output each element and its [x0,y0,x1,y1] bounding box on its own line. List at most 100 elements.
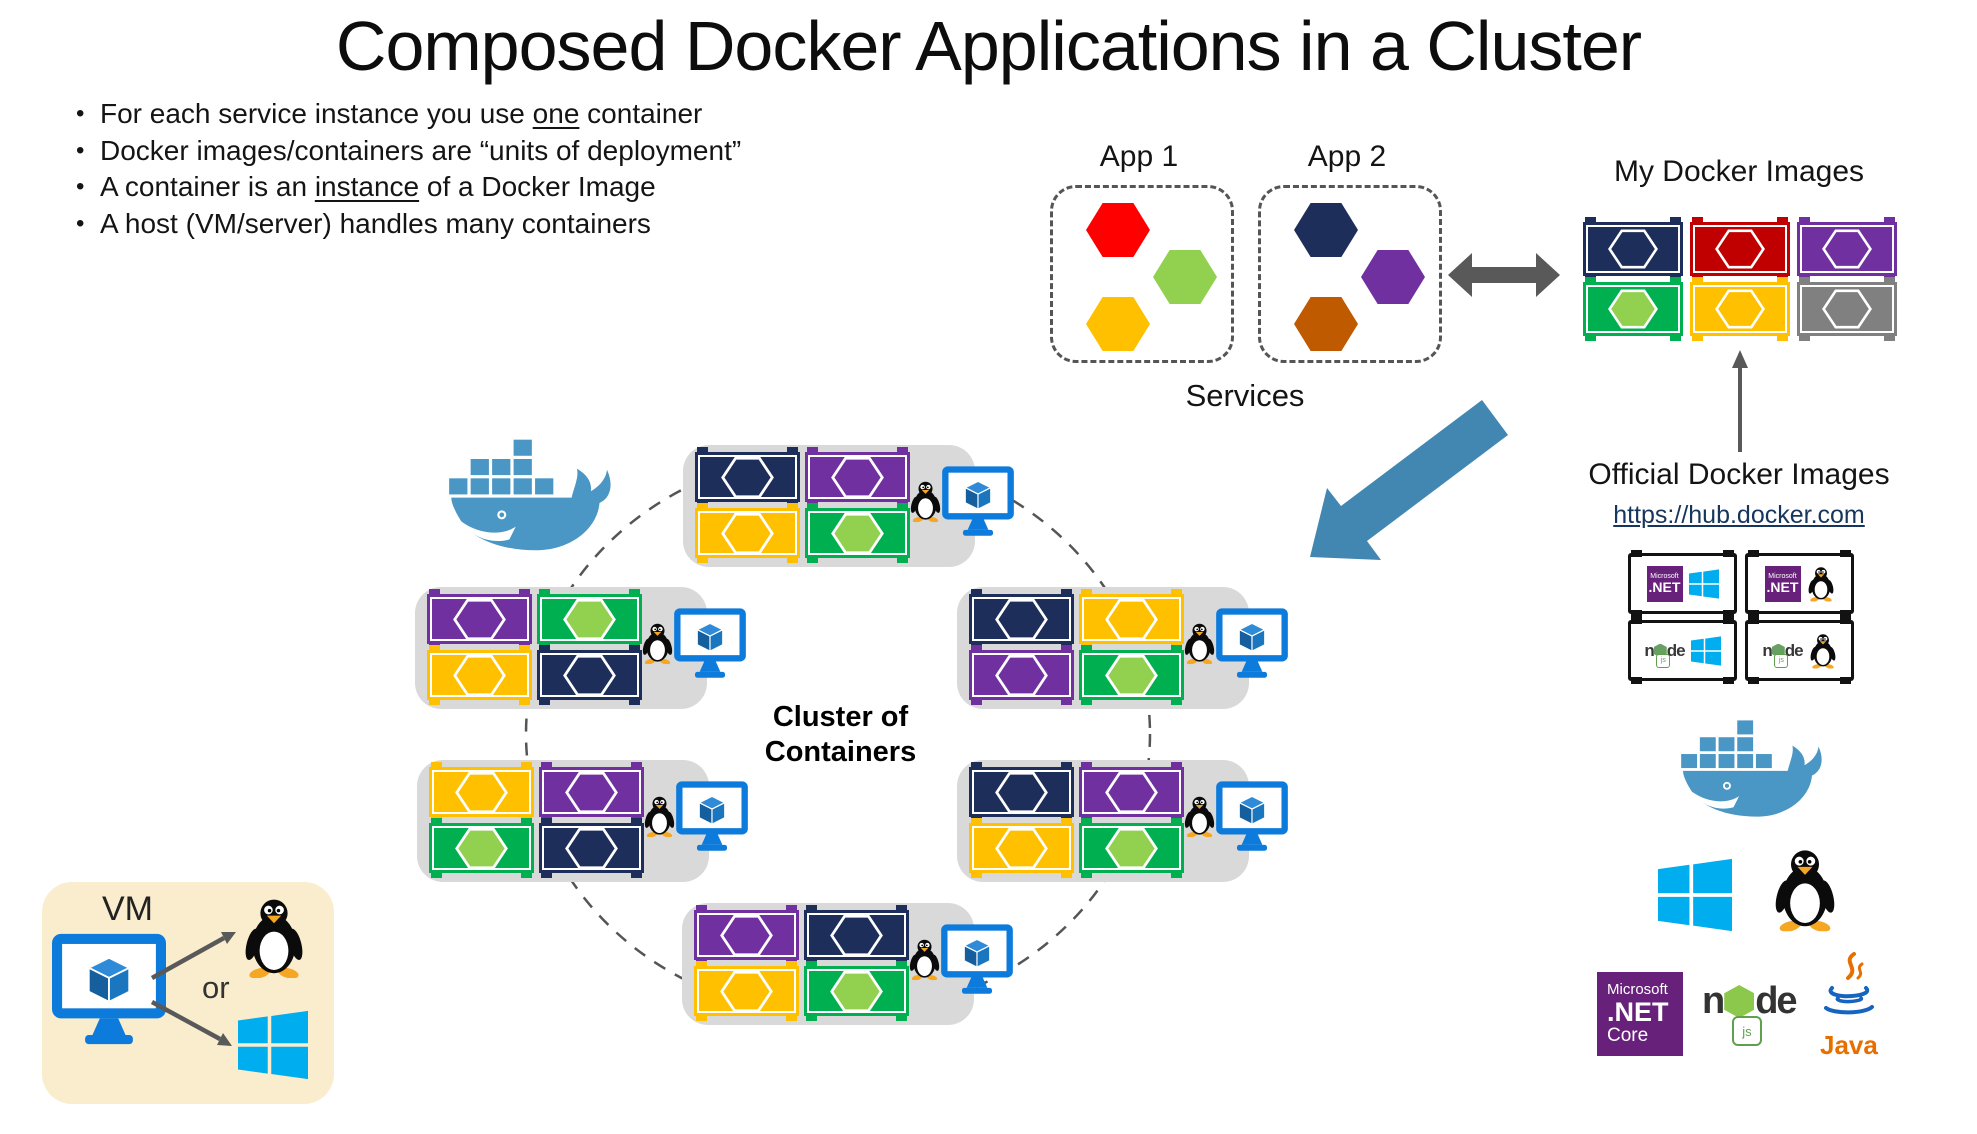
service-hexagon [1086,297,1150,351]
container-corner-tab [896,961,907,969]
container-icon-yellow [694,961,799,1021]
container-corner-tab [1171,870,1182,878]
container-corner-tab [521,870,532,878]
container-corner-tab [971,697,982,705]
container-corner-tab [897,555,908,563]
badge-corner-tab [1840,617,1851,624]
badge-corner-tab [1723,550,1734,557]
badge-corner-tab [1723,617,1734,624]
dotnet-logo-microsoft: Microsoft [1650,573,1679,580]
container-icon-red [1690,217,1790,281]
node-js-badge: js [1732,1016,1762,1046]
container-icon-purple [805,447,910,507]
dotnet-core-logo: Microsoft .NET Core [1597,972,1683,1056]
host-monitor-icon [1215,607,1289,679]
container-corner-tab [541,762,552,770]
badge-corner-tab [1748,550,1759,557]
app-to-images-double-arrow [1448,253,1560,297]
vm-label: VM [102,890,153,928]
container-corner-tab [631,762,642,770]
app-label: App 1 [1099,140,1179,173]
hexagon-icon [830,914,883,956]
badge-corner-tab [1631,617,1642,624]
container-corner-tab [629,697,640,705]
container-icon-gray [1797,277,1897,341]
hexagon-icon [565,827,618,869]
container-icon-navy [804,905,909,965]
container-corner-tab [1081,645,1092,653]
app-dashed-box [1258,185,1442,363]
service-hexagon [1294,203,1358,257]
node-logo-text: n [1762,640,1772,660]
hexagon-icon [1715,229,1765,269]
dotnet-logo-net: .NET [1648,579,1681,595]
hexagon-icon [995,598,1048,640]
cluster-host-node [683,445,975,567]
nodejs-logo: n de js [1702,980,1812,1050]
container-corner-tab [1061,589,1072,597]
container-corner-tab [539,589,550,597]
container-corner-tab [1777,277,1788,285]
container-corner-tab [806,1013,817,1021]
windows-logo-icon [1658,858,1732,932]
container-corner-tab [696,961,707,969]
service-hexagon [1153,250,1217,304]
official-image-badge-dotnet-windows: Microsoft.NET [1628,550,1737,617]
hexagon-icon [831,456,884,498]
container-corner-tab [896,1013,907,1021]
container-corner-tab [431,870,442,878]
badge-corner-tab [1748,610,1759,617]
hexagon-icon [453,654,506,696]
hexagon-icon [455,771,508,813]
container-icon-green [1079,818,1184,878]
linux-tux-icon [909,478,942,525]
container-icon-yellow [1079,589,1184,649]
container-corner-tab [1081,870,1092,878]
hexagon-icon [1105,598,1158,640]
hexagon-icon [453,598,506,640]
container-corner-tab [786,905,797,913]
container-corner-tab [971,645,982,653]
container-corner-tab [696,1013,707,1021]
official-docker-images-label: Official Docker Images [1588,458,1890,491]
container-corner-tab [1799,333,1810,341]
container-corner-tab [1670,333,1681,341]
container-corner-tab [786,961,797,969]
hexagon-icon [720,970,773,1012]
node-js-badge: js [1656,653,1671,668]
linux-tux-icon [1772,848,1838,932]
container-icon-green [1583,277,1683,341]
container-corner-tab [807,555,818,563]
container-corner-tab [521,762,532,770]
container-icon-purple [1079,762,1184,822]
container-corner-tab [697,447,708,455]
container-icon-navy [969,589,1074,649]
cluster-host-node [415,587,707,709]
hexagon-icon [720,914,773,956]
container-corner-tab [1799,217,1810,225]
container-corner-tab [1670,217,1681,225]
docker-hub-link[interactable]: https://hub.docker.com [1613,501,1865,529]
host-monitor-icon [1215,780,1289,852]
container-icon-green [805,503,910,563]
container-corner-tab [431,818,442,826]
container-corner-tab [696,905,707,913]
container-corner-tab [1692,333,1703,341]
container-corner-tab [1777,333,1788,341]
hexagon-icon [1715,289,1765,329]
hexagon-icon [721,512,774,554]
docker-whale-icon [1680,712,1830,826]
hexagon-icon [830,970,883,1012]
container-corner-tab [539,697,550,705]
deploy-arrow [1310,400,1508,560]
host-monitor-icon [673,607,747,679]
container-corner-tab [1585,333,1596,341]
windows-logo-icon [238,1010,308,1080]
host-monitor-icon [941,465,1015,537]
dotnet-logo-microsoft: Microsoft [1768,573,1797,580]
node-hexagon-icon [1724,985,1755,1018]
container-corner-tab [807,447,818,455]
